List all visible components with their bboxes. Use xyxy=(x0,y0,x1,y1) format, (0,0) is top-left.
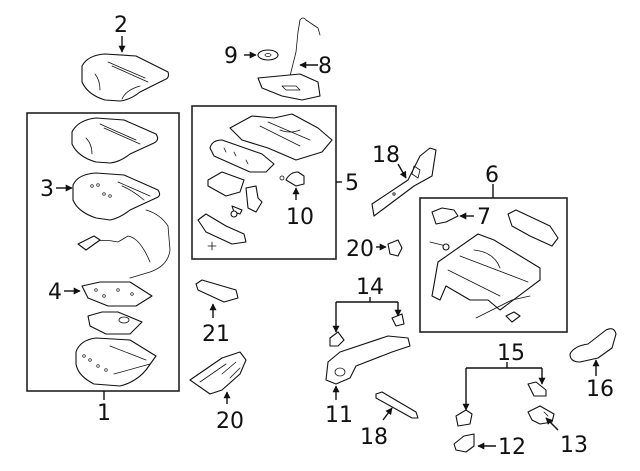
part-5-bracket[interactable] xyxy=(245,185,263,213)
part-9-grommet[interactable] xyxy=(257,49,279,61)
part-15-cover-right[interactable] xyxy=(527,381,547,397)
part-17-inner-shield[interactable] xyxy=(371,147,437,217)
leader-17 xyxy=(397,163,407,179)
callout-21: 21 xyxy=(202,322,230,347)
part-1-cushion-top[interactable] xyxy=(71,117,159,164)
callout-4: 4 xyxy=(48,280,62,305)
part-15-cover-left[interactable] xyxy=(455,409,473,427)
callout-17: 18 xyxy=(372,143,400,168)
part-6-track-frame[interactable] xyxy=(431,233,541,319)
part-14-cover-left[interactable] xyxy=(329,331,345,347)
callout-15: 15 xyxy=(497,341,525,366)
part-19-clip[interactable] xyxy=(387,239,403,257)
part-1-cushion-frame[interactable] xyxy=(75,337,157,387)
part-5-bolt[interactable] xyxy=(230,205,243,218)
part-5-frame-pan[interactable] xyxy=(229,113,333,161)
callout-19: 20 xyxy=(346,237,374,262)
callout-1: 1 xyxy=(97,401,111,426)
part-10-lumbar-motor[interactable] xyxy=(279,171,305,187)
callout-14: 14 xyxy=(356,275,384,300)
part-1-pan-plate[interactable] xyxy=(87,311,143,335)
part-4-sensor-mat[interactable] xyxy=(81,281,153,307)
leader-18 xyxy=(382,407,393,421)
callout-2: 2 xyxy=(114,13,128,38)
callout-18: 18 xyxy=(360,425,388,450)
part-21-switch[interactable] xyxy=(195,279,239,303)
callout-16: 16 xyxy=(586,377,614,402)
leader-13 xyxy=(545,417,559,431)
part-5-trim-panel[interactable] xyxy=(197,213,247,251)
part-6-latch[interactable] xyxy=(505,311,521,323)
callout-5: 5 xyxy=(345,171,359,196)
callout-20: 20 xyxy=(216,409,244,434)
callout-11: 11 xyxy=(325,403,353,428)
part-2-cushion-cover[interactable] xyxy=(81,53,170,102)
callout-13: 13 xyxy=(560,433,588,458)
part-6-rail-cover[interactable] xyxy=(507,209,559,247)
leader-14 xyxy=(335,297,399,330)
part-16-handle-trim[interactable] xyxy=(569,328,617,363)
part-7-motor[interactable] xyxy=(431,207,459,225)
part-18-trim-strip[interactable] xyxy=(375,391,419,419)
part-6-track-bolt[interactable] xyxy=(429,241,450,251)
leader-15 xyxy=(465,362,543,406)
callout-3: 3 xyxy=(40,177,54,202)
part-5-module[interactable] xyxy=(207,171,245,197)
part-12-track-cover[interactable] xyxy=(453,433,475,453)
part-20-switch-bezel[interactable] xyxy=(189,351,247,395)
callout-9: 9 xyxy=(224,44,238,69)
group-box-1 xyxy=(26,112,180,392)
callout-12: 12 xyxy=(498,435,526,460)
callout-6: 6 xyxy=(485,163,499,188)
part-11-side-shield[interactable] xyxy=(325,335,411,385)
part-5-cushion-support[interactable] xyxy=(209,139,275,173)
callout-7: 7 xyxy=(477,205,491,230)
part-3-cushion-pad[interactable] xyxy=(72,172,171,279)
callout-8: 8 xyxy=(318,54,332,79)
callout-10: 10 xyxy=(286,205,314,230)
part-8-sensor-harness[interactable] xyxy=(257,17,321,101)
